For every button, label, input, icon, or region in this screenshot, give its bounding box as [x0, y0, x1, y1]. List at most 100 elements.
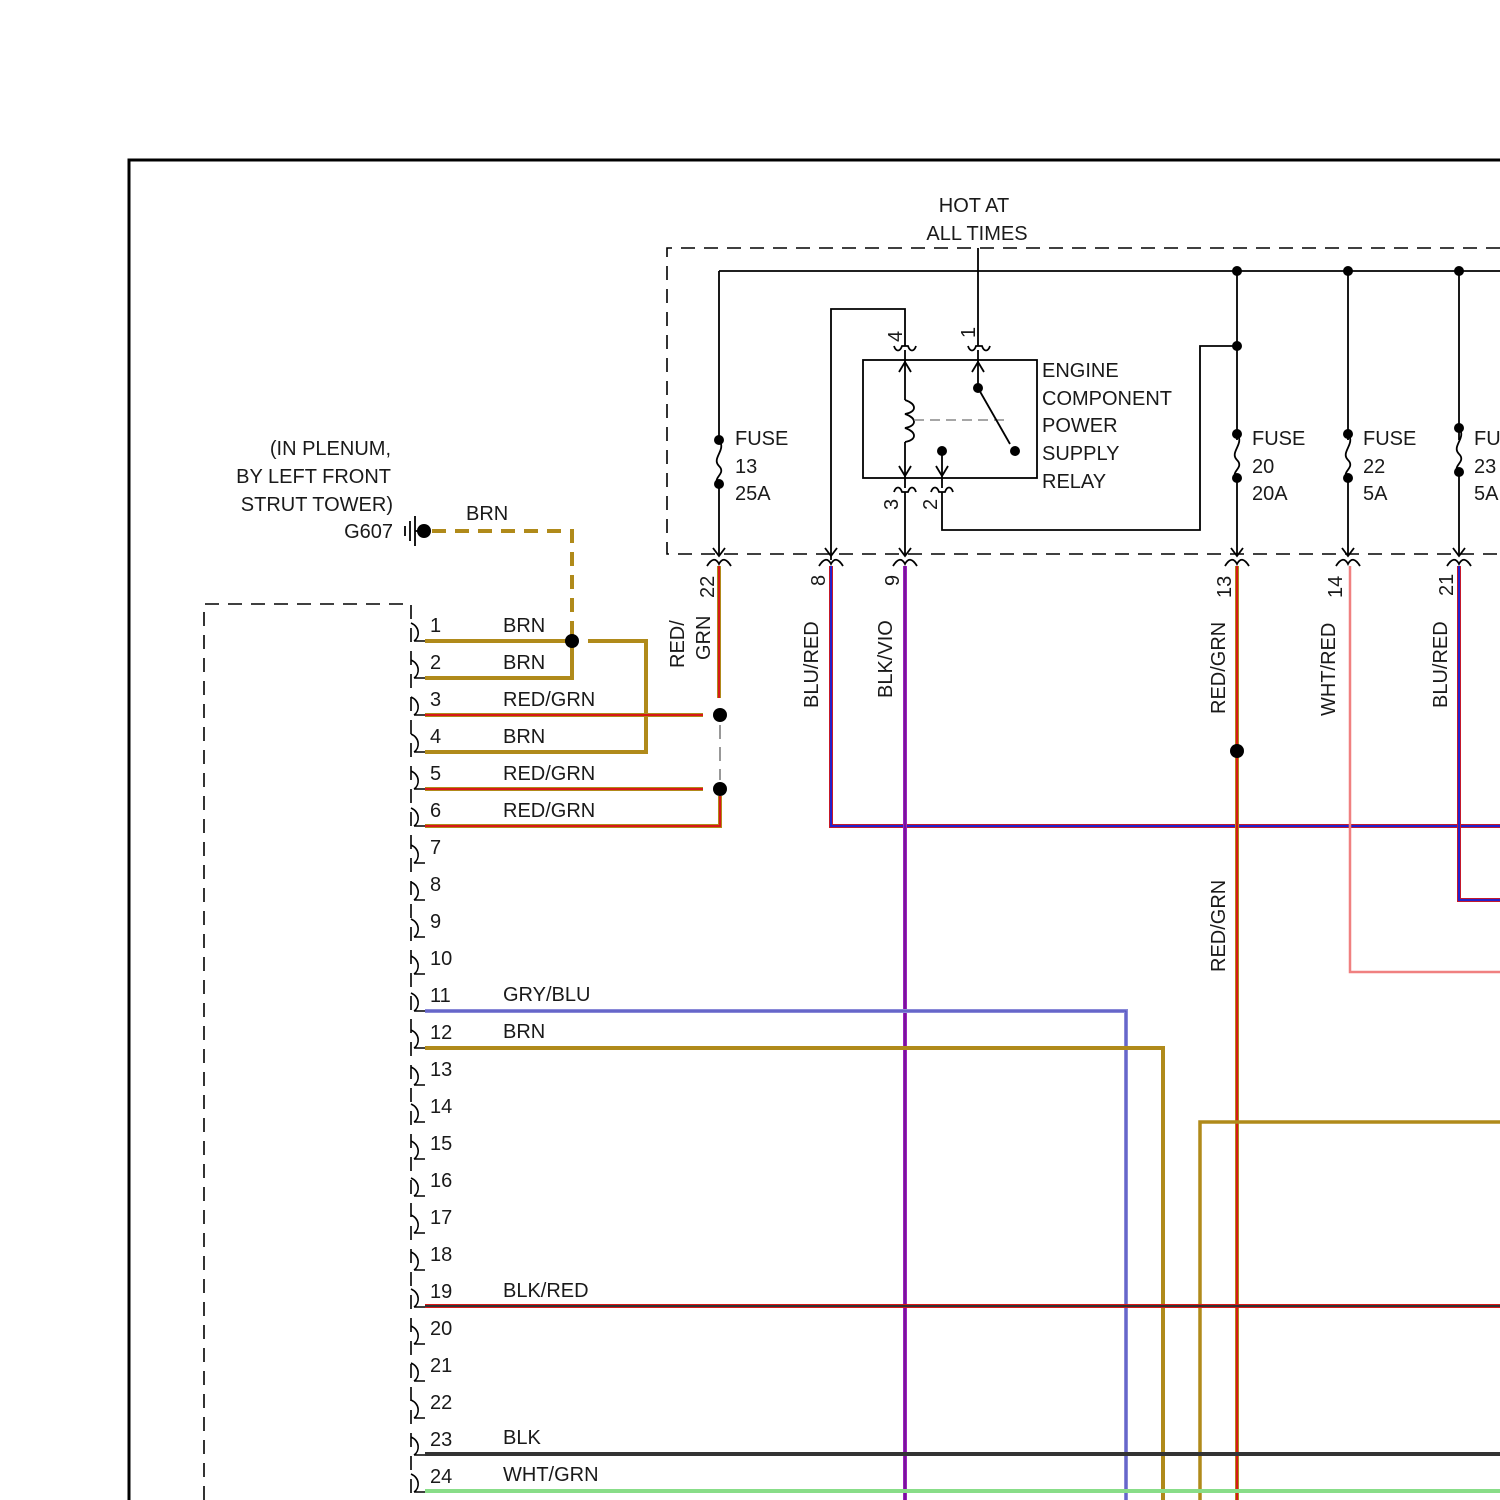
fuse-23-amps: 5A [1474, 483, 1499, 505]
connector-pin-1 [411, 623, 425, 641]
pin-11-wire: GRY/BLU [503, 984, 590, 1006]
connector-pin-3 [411, 697, 425, 715]
pin-19-wire: BLK/RED [503, 1280, 589, 1302]
pin-5-wire: RED/GRN [503, 763, 595, 785]
ground-location-3: STRUT TOWER) [241, 494, 393, 516]
connector-pin-number-12: 12 [430, 1022, 452, 1044]
connector-pin-number-21: 21 [430, 1355, 452, 1377]
connector-pin-number-19: 19 [430, 1281, 452, 1303]
fuse-20-number: 20 [1252, 456, 1274, 478]
connector-pin-number-20: 20 [430, 1318, 452, 1340]
ground-location-1: (IN PLENUM, [270, 438, 391, 460]
wire-blu-red-8 [831, 566, 1500, 826]
pin-12-wire: BRN [503, 1021, 545, 1043]
wire-blu-red-21 [1459, 566, 1500, 900]
connector-pin-number-11: 11 [430, 985, 451, 1007]
connector-pin-number-9: 9 [430, 911, 441, 933]
relay-name-3: POWER [1042, 415, 1118, 437]
wire-label-red-grn-c: RED/GRN [1208, 880, 1230, 972]
relay-name-4: SUPPLY [1042, 443, 1119, 465]
fuse-box-pin-14: 14 [1325, 576, 1347, 598]
pin-6-wire: RED/GRN [503, 800, 595, 822]
connector-pin-number-4: 4 [430, 726, 441, 748]
relay-pin-3: 3 [881, 499, 903, 510]
connector-pin-13 [411, 1067, 425, 1085]
connector-pin-number-13: 13 [430, 1059, 452, 1081]
pin-1-wire: BRN [503, 615, 545, 637]
relay-pin-2: 2 [920, 499, 942, 510]
connector-pin-number-15: 15 [430, 1133, 452, 1155]
pin-23-wire: BLK [503, 1427, 541, 1449]
hot-label-line2: ALL TIMES [926, 223, 1027, 245]
connector-pin-number-5: 5 [430, 763, 441, 785]
wire-wht-red-14 [1350, 566, 1500, 972]
connector-pin-21 [411, 1363, 425, 1381]
connector-pin-17 [411, 1215, 425, 1233]
connector-pin-number-24: 24 [430, 1466, 452, 1488]
connector-pin-number-1: 1 [430, 615, 441, 637]
wire-label-blu-red-a: BLU/RED [801, 621, 823, 708]
wire-label-red-grn-a-1: RED/ [667, 620, 689, 668]
fuse-13-label: FUSE [735, 428, 788, 450]
connector-pins [411, 623, 425, 1492]
connector-pin-19 [411, 1289, 425, 1307]
connector-pin-number-23: 23 [430, 1429, 452, 1451]
fuse-box-pins [707, 548, 1471, 566]
connector-pin-16 [411, 1178, 425, 1196]
fuse-22-number: 22 [1363, 456, 1385, 478]
hot-label-line1: HOT AT [939, 195, 1009, 217]
connector-pin-number-3: 3 [430, 689, 441, 711]
relay-name-5: RELAY [1042, 471, 1106, 493]
connector-pin-5 [411, 771, 425, 789]
connector-pin-10 [411, 956, 425, 974]
connector-pin-6 [411, 808, 425, 826]
wire-label-red-grn-a-2: GRN [693, 616, 715, 660]
ground-wire-brn [432, 531, 572, 641]
relay-name-2: COMPONENT [1042, 388, 1172, 410]
fuse-23-number: 23 [1474, 456, 1496, 478]
ground-location-2: BY LEFT FRONT [236, 466, 391, 488]
connector-pin-number-18: 18 [430, 1244, 452, 1266]
connector-pin-number-16: 16 [430, 1170, 452, 1192]
connector-pin-11 [411, 993, 425, 1011]
pin-24-wire: WHT/GRN [503, 1464, 599, 1486]
connector-pin-8 [411, 882, 425, 900]
connector-pin-20 [411, 1326, 425, 1344]
wire-label-wht-red: WHT/RED [1318, 623, 1340, 716]
fuse-22-amps: 5A [1363, 483, 1388, 505]
ground-id: G607 [344, 521, 393, 543]
connector-pin-number-17: 17 [430, 1207, 452, 1229]
connector-pin-14 [411, 1104, 425, 1122]
fuse-22-label: FUSE [1363, 428, 1416, 450]
fuse-box-pin-22: 22 [697, 576, 719, 598]
splice-red-grn-13 [1230, 744, 1244, 758]
fuse-23-symbol [1454, 423, 1464, 556]
fuse-13-number: 13 [735, 456, 757, 478]
connector-pin-2 [411, 660, 425, 678]
ground-symbol [405, 516, 431, 546]
fuse-box-pin-9: 9 [882, 575, 904, 586]
fuse-13-amps: 25A [735, 483, 771, 505]
relay-pin-1: 1 [958, 327, 980, 338]
wire-label-red-grn-b: RED/GRN [1208, 622, 1230, 714]
relay-name-1: ENGINE [1042, 360, 1119, 382]
fuse-box-pin-8: 8 [808, 575, 830, 586]
relay-pin-4: 4 [885, 331, 907, 342]
wire-label-blk-vio: BLK/VIO [875, 620, 897, 698]
connector-pin-24 [411, 1474, 425, 1492]
relay-symbol [863, 346, 1037, 556]
pin-2-wire: BRN [503, 652, 545, 674]
fuse-20-symbol [1232, 429, 1242, 556]
diagram-frame [129, 160, 1500, 1500]
fuse-box-pin-21: 21 [1436, 574, 1458, 596]
connector-pin-number-7: 7 [430, 837, 441, 859]
connector-pin-number-2: 2 [430, 652, 441, 674]
connector-pin-18 [411, 1252, 425, 1270]
fuse-20-amps: 20A [1252, 483, 1288, 505]
fuse-22-symbol [1343, 429, 1353, 556]
connector-pin-22 [411, 1400, 425, 1418]
component-outline [204, 604, 411, 1500]
pin-4-wire: BRN [503, 726, 545, 748]
